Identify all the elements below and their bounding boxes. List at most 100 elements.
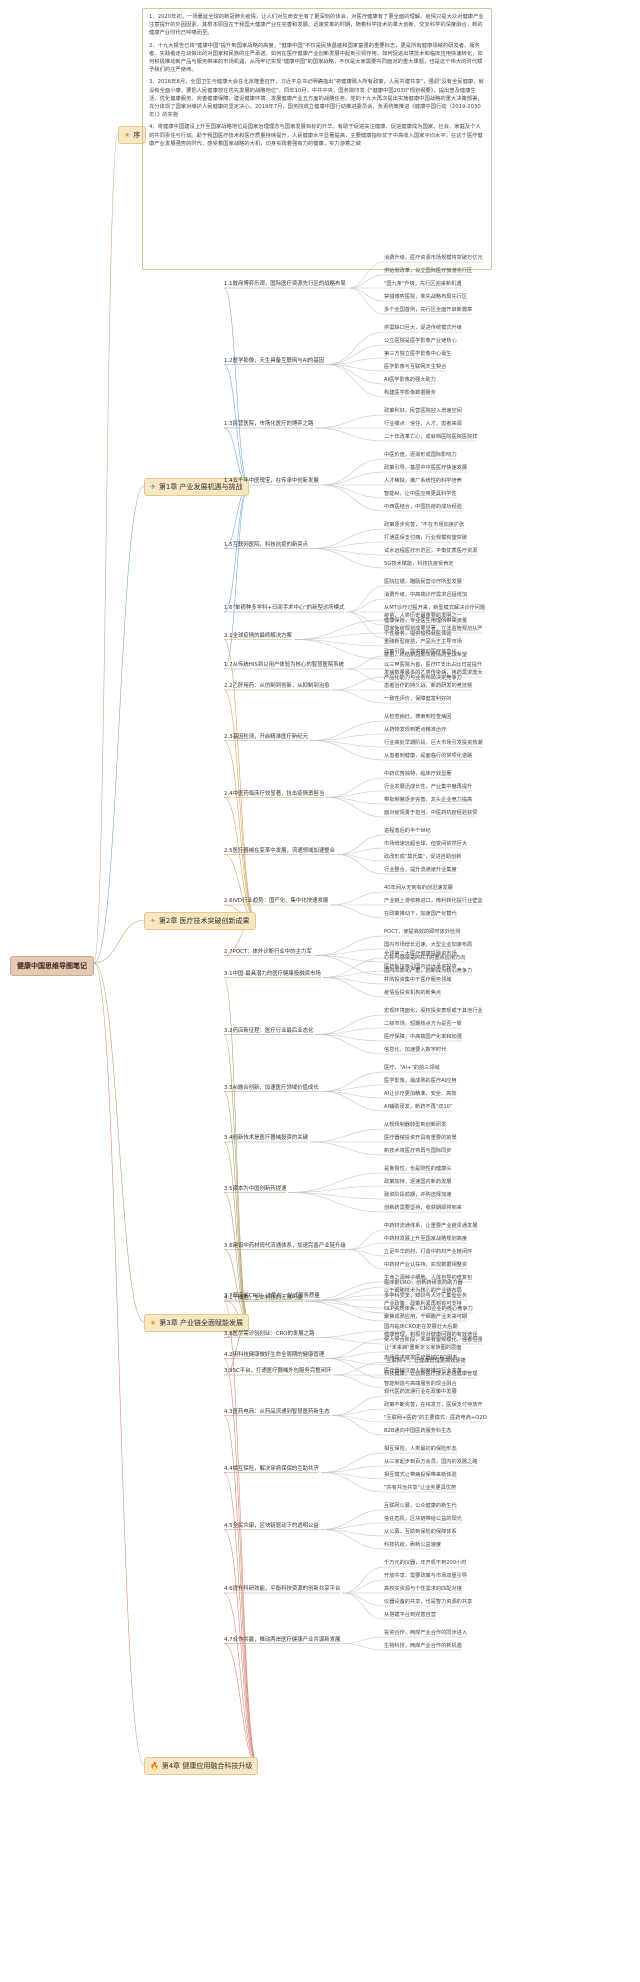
section-node: 1.1敢商博弈乐观，国际医疗资源先行区的战略布局: [224, 281, 346, 287]
leaf-node: 中医价值，逐渐形成国际影响力: [384, 452, 457, 458]
leaf-node: 互联网公募，公众健康的新生代: [384, 1503, 457, 1509]
connector-line: [332, 1374, 385, 1389]
connector-line: [320, 471, 385, 486]
leaf-node: 健康管理，积极应对健康问题的有效途径: [384, 1332, 478, 1338]
connector-line: [304, 1301, 385, 1322]
flame-icon: 🔥: [150, 1762, 159, 1770]
leaf-node: 医药板块吸引国内远远承资投资: [384, 964, 457, 970]
leaf-node: 政策不断完善，在线发方，医保支付待放开: [384, 1402, 483, 1408]
section-node: 3.2药店新征程：医疗行业最后业态化: [224, 1027, 314, 1034]
leaf-node: 政策引导，基层中中医医疗快速发展: [384, 465, 468, 471]
leaf-node: 全球第二大医疗健康投融资市场: [384, 951, 457, 957]
leaf-node: AI医学影像的强大助力: [384, 377, 436, 383]
connector-line: [309, 720, 385, 741]
leaf-node: 从MT诊疗过程开来，新型模式解决诊疗问题: [384, 605, 486, 611]
leaf-node: 产品化能力与业务布局决定竞争力: [384, 675, 462, 681]
connector-line: [314, 1034, 385, 1055]
chapter-label: 第2章 医疗技术突破创新成果: [158, 917, 250, 925]
leaf-node: 开放共享，需要政策与市场双重引导: [384, 1573, 468, 1579]
leaf-node: 国内同质化严重，创新成为核心竞争力: [384, 968, 473, 974]
connector-line: [347, 1229, 385, 1250]
leaf-node: 以干细胞技术为核心的产业链布局: [384, 1288, 462, 1294]
leaf-node: "共有共治共享"让业务更具优势: [384, 1485, 457, 1491]
connector-line: [287, 1172, 385, 1193]
leaf-node: 现代医药流通行业在政策中发展: [384, 1389, 457, 1395]
connector-line: [329, 891, 385, 906]
chapter-node[interactable]: 🔥第4章 健康应用融合科技升级: [144, 1757, 259, 1775]
connector-line: [309, 1141, 385, 1156]
connector-line: [325, 1351, 385, 1359]
leaf-node: 在政策推动下，加速国产化替代: [384, 911, 457, 917]
leaf-node: 受人受合阶段，未来有望规模化、强者恒强: [384, 1337, 483, 1343]
compass-icon: ✈: [150, 483, 156, 491]
leaf-node: 是鲁督性，也是刚性的健康头: [384, 1166, 452, 1172]
chapter-node[interactable]: ✈第1章 产业发展机遇与挑战: [144, 478, 249, 496]
leaf-node: 二十年改革亡心，成就档医院医院医院样: [384, 434, 478, 440]
leaf-node: 智能制造与高端服务的现业融合: [384, 1381, 457, 1387]
root-node[interactable]: 健康中国思维导图笔记: [10, 956, 94, 976]
connector-line: [223, 485, 250, 613]
chapter-label: 第3章 产业链全面赋能发展: [159, 1319, 243, 1327]
leaf-node: 医疗，"AI+"的前三领域: [384, 1065, 440, 1071]
connector-line: [331, 1415, 385, 1436]
section-node: 1.2医学影像，天生具备互联网与AI的基因: [224, 357, 325, 364]
leaf-node: 从规规制器转型到创新研发: [384, 1122, 447, 1128]
lightbulb-icon: ✦: [150, 917, 156, 925]
leaf-node: 政策引导，需求推动医疗信息化: [384, 649, 457, 655]
preface-paragraph: 3、2016年8月，全国卫生与健康大会在北京隆重召开，习近平总书记明确指出"将健…: [149, 79, 484, 119]
leaf-node: 市场增速远超全球，但变间依然巨大: [384, 841, 468, 847]
connector-line: [293, 632, 385, 640]
section-node: 3.3AI融合创新，加速医疗领域价值成长: [224, 1084, 319, 1091]
connector-line: [320, 484, 385, 512]
leaf-node: 千万元的仪器，年开机不到200小时: [384, 1560, 467, 1566]
connector-line: [309, 541, 385, 549]
section-node: 1.6"单病种多学科+日间手术中心"的新型诊所模式: [224, 605, 345, 611]
section-node: 3.5资本为中国创新药提速: [224, 1185, 287, 1192]
connector-line: [325, 777, 385, 798]
leaf-node: 市场需求催发医疗器械CRO服务: [384, 1355, 458, 1361]
leaf-node: 行业痛点：信任、人才、患者来源: [384, 421, 462, 427]
leaf-node: AI辅助研发，新药不再"双10": [384, 1104, 453, 1110]
section-node: 3.1中国-最具潜力的医疗健康投融资市场: [224, 970, 321, 977]
leaf-node: 科技抗疫，刷新公益速度: [384, 1542, 442, 1548]
connector-line: [320, 1071, 385, 1092]
leaf-node: 多个全国首例，先行区全面开启新篇章: [384, 307, 473, 313]
connector-line: [320, 1522, 385, 1530]
section-node: 3.9SC平台，打通医疗器械外包服务完整闭环: [224, 1368, 332, 1374]
connector-line: [325, 364, 385, 398]
section-node: 4.6提升科研效能，平衡科技资源的创新共享平台: [224, 1586, 341, 1592]
preface-node[interactable]: ★序: [118, 126, 147, 144]
connector-line: [341, 1643, 385, 1651]
leaf-node: 医疗器械投资开具有重要的前景: [384, 1135, 457, 1141]
connector-line: [347, 287, 385, 302]
leaf-node: 相互保险，人类最初的保险形态: [384, 1446, 457, 1452]
chapter-node[interactable]: ★第3章 产业链全面赋能发展: [144, 1314, 249, 1332]
connector-line: [314, 427, 385, 442]
leaf-node: 国内市场增长迅速，大型企业加速布局: [384, 942, 473, 948]
connector-line: [315, 1337, 385, 1345]
section-node: 3.4创新技术是医疗器械投资的关键: [224, 1135, 309, 1141]
leaf-node: "国九条"升级，先行区迎来新机遇: [384, 281, 462, 287]
leaf-node: 医疗器械注册人制度推动行业变革: [384, 1368, 462, 1374]
connector-line: [313, 955, 385, 976]
connector-line: [93, 962, 145, 1323]
connector-line: [223, 977, 250, 1323]
connector-line: [332, 1361, 385, 1376]
leaf-node: 行业高处早期阶段，巨大市场引发投资热潮: [384, 740, 483, 746]
connector-line: [325, 1358, 385, 1379]
chapter-label: 第4章 健康应用融合科技升级: [161, 1762, 253, 1770]
section-node: 1.4五千年中医瑰宝，在传承中创新发展: [224, 478, 319, 484]
leaf-node: 个性服务，提供愉悦就医体验: [384, 631, 452, 637]
leaf-node: 医学影像与互联网天生契合: [384, 364, 447, 370]
connector-line: [93, 132, 119, 964]
connector-line: [314, 1027, 385, 1035]
leaf-node: 心标与感染是POCT的重点应用方向: [384, 955, 466, 961]
connector-line: [341, 1592, 385, 1620]
connector-line: [341, 1636, 385, 1644]
chapter-node[interactable]: ✦第2章 医疗技术突破创新成果: [144, 912, 256, 930]
leaf-node: 科技健康，让创新医疗技术走进健康管理: [384, 1371, 478, 1377]
connector-line: [309, 733, 385, 741]
section-node: 1.3民营医院，市场化医疗的博弈之路: [224, 421, 314, 427]
connector-line: [345, 611, 385, 626]
leaf-node: 从三家起步到百万会员，国内的发展之路: [384, 1459, 478, 1465]
